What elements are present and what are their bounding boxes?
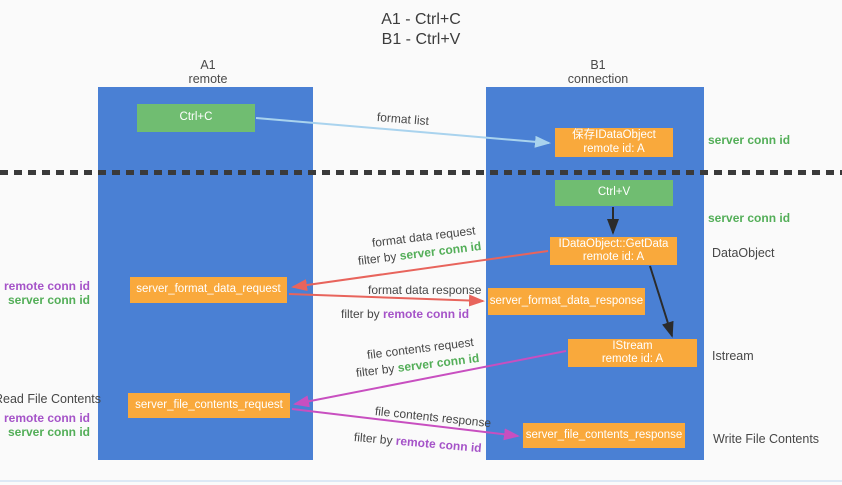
ctrl-v-label: Ctrl+V xyxy=(597,186,631,199)
save-idataobject-line1: 保存IDataObject xyxy=(572,129,656,141)
save-idataobject-line2: remote id: A xyxy=(583,142,645,155)
format-data-response-label: format data response xyxy=(368,283,482,297)
write-file-contents-annotation: Write File Contents xyxy=(713,432,820,446)
ctrl-c-node: Ctrl+C xyxy=(137,104,255,132)
istream-line1: IStream xyxy=(612,339,653,352)
server-file-contents-request-node: server_file_contents_request xyxy=(128,393,290,418)
getdata-line1: IDataObject::GetData xyxy=(558,237,669,250)
ctrl-v-node: Ctrl+V xyxy=(555,180,673,206)
istream-line2: remote id: A xyxy=(601,353,664,365)
server-conn-id-annotation-1: server conn id xyxy=(7,293,90,307)
remote-conn-id-annotation-1: remote conn id xyxy=(4,279,91,293)
server-format-data-response-label: server_format_data_response xyxy=(489,294,644,307)
filter-by-remote-conn-id-2: filter by remote conn id xyxy=(353,430,482,455)
filter-by-text: filter by xyxy=(341,307,384,321)
filter-by-remote-conn-id-1: filter by remote conn id xyxy=(341,307,469,321)
server-conn-id-annotation-top: server conn id xyxy=(708,133,791,147)
lane-a1-name: A1 xyxy=(200,58,216,72)
lane-header-b1: B1 connection xyxy=(538,58,658,86)
idataobject-getdata-node: IDataObject::GetData remote id: A xyxy=(550,237,677,265)
server-format-data-request-node: server_format_data_request xyxy=(130,277,287,303)
file-contents-response-label: file contents response xyxy=(374,404,492,431)
remote-conn-id-text: remote conn id xyxy=(383,307,470,321)
ctrl-c-label: Ctrl+C xyxy=(179,111,213,124)
server-conn-id-annotation-2: server conn id xyxy=(7,425,90,439)
server-file-contents-response-label: server_file_contents_response xyxy=(525,428,683,441)
session-divider xyxy=(0,170,842,175)
server-format-data-request-label: server_format_data_request xyxy=(136,283,281,296)
filter-by-text: filter by xyxy=(355,360,399,380)
save-idataobject-node: 保存IDataObject remote id: A xyxy=(555,128,673,157)
lane-b1-role: connection xyxy=(567,72,629,86)
lane-a1-role: remote xyxy=(188,72,228,86)
remote-conn-id-text: remote conn id xyxy=(395,433,483,456)
remote-conn-id-annotation-2: remote conn id xyxy=(4,411,91,425)
bottom-edge-line xyxy=(0,480,842,482)
istream-annotation: Istream xyxy=(712,349,754,363)
title-line-1: A1 - Ctrl+C xyxy=(381,11,461,28)
lane-b1-name: B1 xyxy=(590,58,606,72)
getdata-line2: remote id: A xyxy=(582,251,645,263)
filter-by-text: filter by xyxy=(353,430,397,448)
istream-node: IStream remote id: A xyxy=(568,339,697,367)
diagram-title: A1 - Ctrl+C B1 - Ctrl+V xyxy=(0,10,842,50)
title-line-2: B1 - Ctrl+V xyxy=(381,31,461,48)
lane-header-a1: A1 remote xyxy=(148,58,268,86)
server-format-data-response-node: server_format_data_response xyxy=(488,288,645,315)
filter-by-text: filter by xyxy=(357,248,401,268)
server-conn-id-annotation-mid: server conn id xyxy=(708,211,791,225)
read-file-contents-annotation: Read File Contents xyxy=(0,392,102,406)
format-list-label: format list xyxy=(376,110,430,129)
dataobject-annotation: DataObject xyxy=(712,246,775,260)
server-file-contents-request-label: server_file_contents_request xyxy=(135,398,283,411)
server-file-contents-response-node: server_file_contents_response xyxy=(523,423,685,448)
